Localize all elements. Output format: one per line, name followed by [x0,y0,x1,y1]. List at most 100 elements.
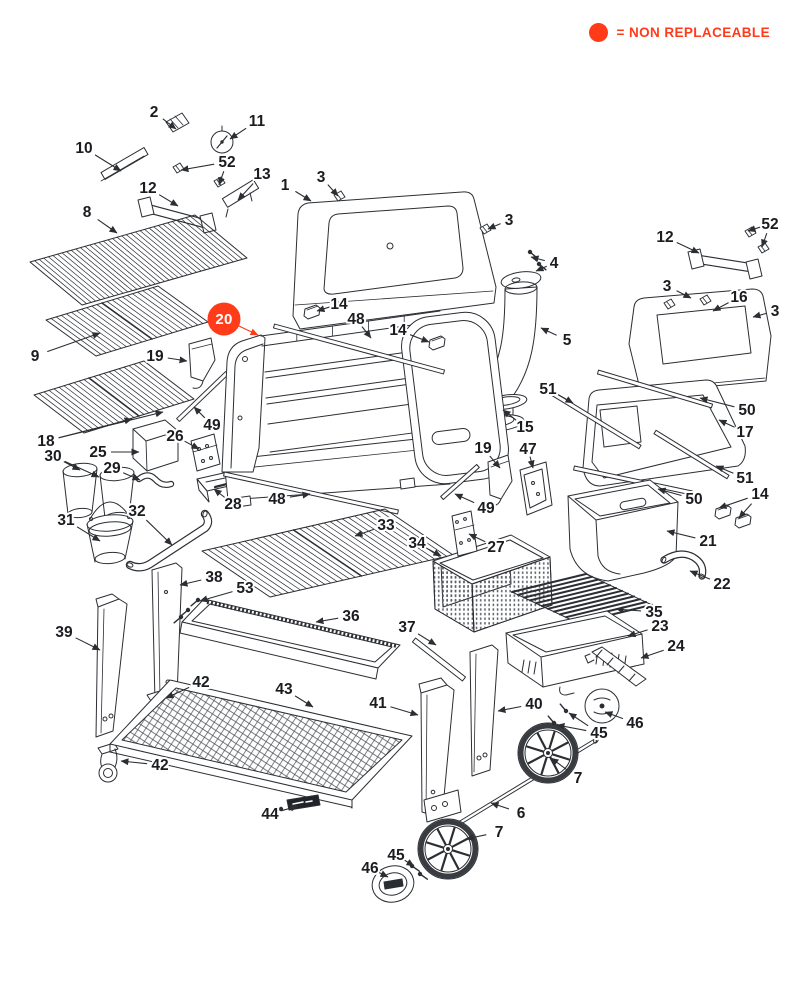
part-49-strip-left [176,371,229,422]
callout-27: 27 [468,533,507,558]
part-14-clips-left [303,304,446,351]
callout-label-2: 2 [150,104,159,121]
part-22-tube [660,550,707,580]
callout-12: 12 [654,227,700,254]
callout-6: 6 [490,802,528,824]
callout-51: 51 [715,465,756,489]
part-39-leg [95,593,128,738]
callout-label-44: 44 [261,806,279,823]
parts-linework [29,112,772,903]
part-18-grate [33,360,195,434]
part-48-rods [223,323,446,515]
callout-label-33: 33 [377,517,395,534]
callout-3: 3 [487,210,516,231]
callout-label-48: 48 [268,491,286,508]
part-34-firepot-basket [432,534,553,633]
callout-19: 19 [472,438,501,469]
callout-label-28: 28 [224,496,242,513]
callout-43: 43 [273,679,314,708]
callout-label-6: 6 [517,805,526,822]
callout-label-5: 5 [563,332,572,349]
part-14-clips-right [714,504,752,529]
callout-label-45: 45 [590,725,608,742]
callout-label-41: 41 [369,695,387,712]
callout-42: 42 [165,672,212,699]
part-26-bracket [190,433,221,472]
callout-3: 3 [315,167,339,197]
callout-31: 31 [55,510,101,542]
part-25-box [132,419,179,472]
callout-label-3: 3 [663,278,672,295]
callout-label-49: 49 [477,500,495,517]
callout-label-39: 39 [55,624,73,641]
callout-46: 46 [604,711,646,734]
callout-12: 12 [137,178,179,207]
callout-label-19: 19 [474,440,492,457]
callout-1: 1 [279,175,312,202]
callout-label-7: 7 [574,770,583,787]
callout-38: 38 [179,567,225,588]
callout-label-32: 32 [128,503,145,520]
callout-7: 7 [465,822,505,843]
callout-21: 21 [666,529,719,552]
part-7-wheels [417,722,579,880]
part-9-grate [45,285,209,357]
callout-22: 22 [689,570,733,595]
callout-17: 17 [718,419,756,443]
part-11-thermometer [210,125,234,154]
callout-label-34: 34 [408,535,426,552]
part-8-wire-grate [29,214,248,306]
part-21-hopper [567,479,679,582]
legend: = NON REPLACEABLE [588,23,770,42]
callout-7: 7 [550,757,584,789]
callout-13: 13 [237,164,273,201]
callout-53: 53 [199,578,256,603]
callout-label-35: 35 [645,604,663,621]
non-replaceable-dot [588,23,608,42]
callout-49: 49 [193,406,223,436]
callout-45: 45 [556,712,610,744]
callout-label-8: 8 [83,204,92,221]
callout-label-14: 14 [751,486,769,503]
callout-52: 52 [180,152,238,186]
callout-4: 4 [530,253,561,274]
callout-3: 3 [661,276,692,299]
part-16-hood [628,288,772,394]
callout-label-25: 25 [89,444,107,461]
callout-label-14: 14 [330,296,348,313]
callout-label-47: 47 [519,441,536,458]
part-40-leg [469,644,499,777]
part-24-slide-rail [584,646,647,687]
callout-label-3: 3 [317,169,326,186]
callout-label-17: 17 [736,424,753,441]
highlight-circle [207,302,241,336]
callout-15: 15 [502,409,536,438]
part-10-rail [100,147,149,182]
callout-label-51: 51 [539,381,557,398]
callout-label-42: 42 [151,757,168,774]
part-31-bucket [86,501,134,565]
callout-49: 49 [454,493,497,519]
callout-2: 2 [148,102,177,130]
callout-41: 41 [367,693,419,717]
callout-16: 16 [712,287,750,312]
callout-32: 32 [126,501,173,546]
callout-26: 26 [164,426,200,450]
callout-label-30: 30 [44,448,61,465]
callout-40: 40 [497,694,545,715]
part-27-bracket [451,510,478,557]
callout-label-26: 26 [166,428,184,445]
part-13-bracket [221,179,260,218]
callout-35: 35 [615,602,665,623]
callout-label-51: 51 [736,470,754,487]
callout-label-12: 12 [656,229,673,246]
callout-9: 9 [29,332,101,367]
part-36-front-shelf [179,598,401,680]
callout-label-46: 46 [626,715,644,732]
callout-label-18: 18 [37,433,55,450]
callout-5: 5 [540,327,574,351]
callout-37: 37 [396,617,437,646]
callout-10: 10 [73,138,122,172]
part-20-barrel-body [221,310,509,508]
callout-29: 29 [101,458,141,481]
